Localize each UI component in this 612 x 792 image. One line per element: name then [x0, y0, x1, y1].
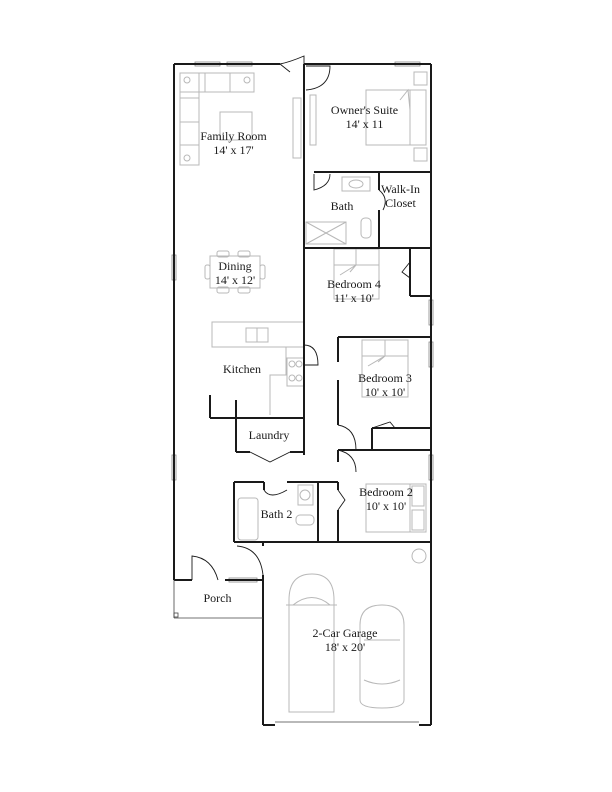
room-label-bedroom-3: Bedroom 3 10' x 10': [345, 371, 425, 399]
door-icon: [236, 545, 264, 576]
room-name: 2-Car Garage: [312, 626, 378, 640]
tv-console-icon: [292, 97, 302, 159]
room-dimensions: 11' x 10': [334, 291, 374, 305]
door-icon: [279, 55, 305, 73]
room-name: Bath: [330, 199, 354, 213]
room-label-garage: 2-Car Garage 18' x 20': [300, 626, 390, 654]
door-icon: [305, 65, 331, 91]
door-icon: [337, 449, 357, 473]
room-label-owners-suite: Owner's Suite 14' x 11: [322, 103, 407, 131]
door-icon: [313, 173, 331, 191]
door-icon: [191, 555, 219, 581]
door-icon: [263, 489, 288, 496]
door-icon: [378, 189, 386, 211]
bed-icon: [361, 339, 409, 398]
room-name: Laundry: [248, 428, 290, 442]
door-icon: [337, 424, 357, 451]
room-label-walk-in-closet: Walk-In Closet: [378, 182, 423, 210]
room-label-porch: Porch: [195, 591, 240, 605]
room-name: Walk-In: [380, 182, 421, 196]
door-icon: [303, 344, 319, 366]
shower-icon: [305, 221, 347, 245]
room-dimensions: 18' x 20': [324, 640, 366, 654]
doors: [191, 55, 411, 581]
room-name: Family Room: [200, 129, 267, 143]
room-name: Porch: [203, 591, 232, 605]
room-name-line2: Closet: [385, 196, 416, 210]
toilet-icon: [360, 217, 372, 239]
bed-icon: [365, 71, 428, 162]
coffee-table-icon: [219, 111, 253, 141]
sectional-sofa-icon: [179, 72, 255, 166]
door-icon: [401, 261, 411, 279]
room-label-bath: Bath: [322, 199, 362, 213]
room-name: Owner's Suite: [330, 103, 399, 117]
porch-outline: [173, 580, 419, 723]
room-label-bedroom-2: Bedroom 2 10' x 10': [346, 485, 426, 513]
car-icon: [359, 604, 405, 709]
room-label-kitchen: Kitchen: [212, 362, 272, 376]
room-dimensions: 14' x 11: [345, 117, 384, 131]
room-name: Bedroom 3: [358, 371, 412, 385]
door-icon: [371, 421, 396, 429]
sink-icon: [341, 176, 371, 192]
room-name: Bedroom 2: [359, 485, 413, 499]
room-label-dining: Dining 14' x 12': [200, 259, 270, 287]
toilet-icon: [295, 514, 315, 526]
bathtub-icon: [237, 497, 259, 541]
room-label-laundry: Laundry: [238, 428, 300, 442]
dining-table-icon: [204, 250, 266, 294]
room-dimensions: 14' x 12': [214, 273, 256, 287]
room-name: Bath 2: [260, 507, 293, 521]
room-name: Kitchen: [223, 362, 261, 376]
bed-icon: [365, 483, 427, 533]
room-label-family-room: Family Room 14' x 17': [191, 129, 276, 157]
room-label-bath-2: Bath 2: [254, 507, 299, 521]
room-name: Dining: [218, 259, 252, 273]
van-icon: [286, 573, 337, 713]
room-name: Bedroom 4: [327, 277, 381, 291]
room-dimensions: 10' x 10': [365, 499, 407, 513]
sink-icon: [297, 484, 314, 506]
door-icon: [249, 451, 291, 463]
door-icon: [337, 489, 346, 511]
room-label-bedroom-4: Bedroom 4 11' x 10': [314, 277, 394, 305]
room-dimensions: 10' x 10': [364, 385, 406, 399]
room-dimensions: 14' x 17': [213, 143, 254, 157]
water-heater-icon: [411, 548, 427, 564]
